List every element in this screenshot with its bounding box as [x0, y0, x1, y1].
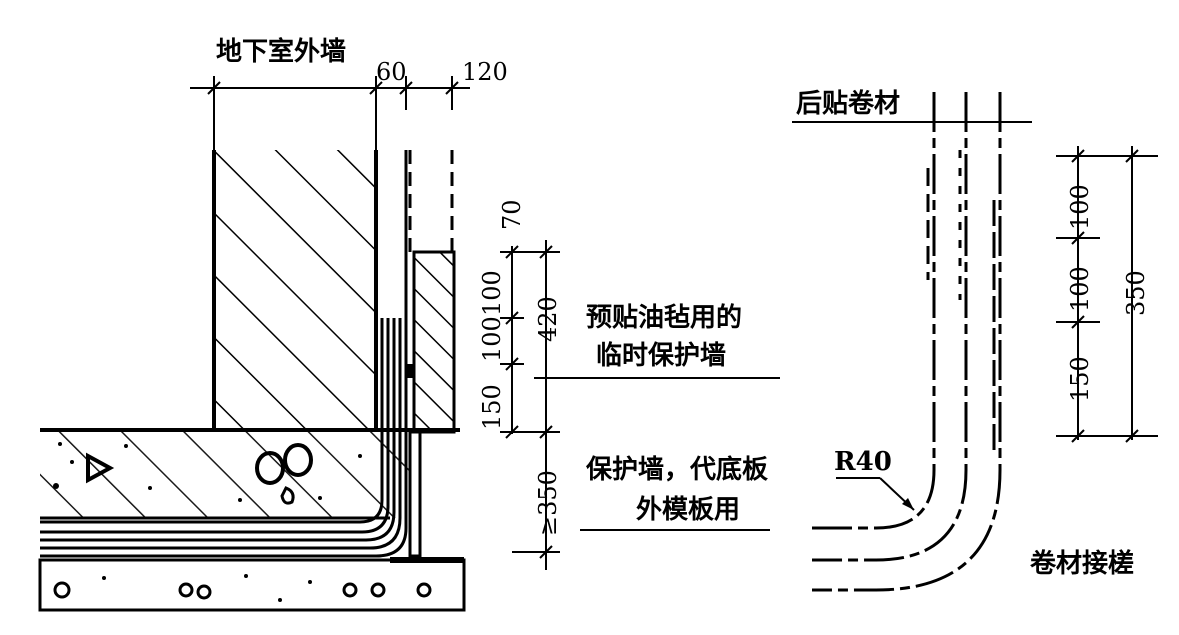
- note-protect-wall-line1: 保护墙，代底板: [585, 454, 768, 485]
- right-dim-100-lower: 100: [1066, 266, 1094, 312]
- dim-120: 120: [462, 58, 508, 86]
- membrane-lap-lines: [812, 92, 1002, 592]
- wall-label: 地下室外墙: [216, 36, 346, 67]
- floor-slab: [40, 428, 460, 520]
- radius-arrowhead: [902, 498, 914, 510]
- dim-350-min: ≥350: [534, 470, 562, 536]
- radius-label: R40: [834, 447, 892, 477]
- dim-70: 70: [498, 199, 526, 230]
- right-dim-350: 350: [1122, 270, 1150, 316]
- note-temp-wall-line1: 预贴油毡用的: [586, 302, 742, 333]
- top-dimension: [190, 76, 470, 150]
- rear-membrane-label: 后贴卷材: [796, 89, 900, 119]
- basement-wall: [212, 150, 378, 430]
- note-temp-wall-line2: 临时保护墙: [596, 340, 726, 371]
- dim-60: 60: [376, 58, 407, 86]
- dim-100-lower: 100: [478, 316, 506, 362]
- dim-100-upper: 100: [478, 270, 506, 316]
- dim-420: 420: [534, 296, 562, 342]
- base-cushion: [38, 557, 466, 612]
- note-protect-wall-line2: 外模板用: [636, 495, 740, 525]
- note-leaders: [534, 377, 780, 531]
- vertical-dimensions: [500, 240, 560, 570]
- right-dim-100-upper: 100: [1066, 184, 1094, 230]
- right-dim-150: 150: [1066, 356, 1094, 402]
- temporary-protective-wall: [406, 250, 456, 558]
- future-membrane-dashed: [408, 150, 454, 252]
- left-detail: 地下室外墙 60 120 70 100 100 150 420 ≥350: [38, 36, 780, 612]
- waterproof-membrane: [40, 150, 408, 558]
- right-dimensions: [1056, 146, 1158, 443]
- caption-membrane-lap: 卷材接槎: [1030, 548, 1134, 579]
- right-detail: 后贴卷材 R40 100: [792, 89, 1158, 592]
- dim-150: 150: [478, 384, 506, 430]
